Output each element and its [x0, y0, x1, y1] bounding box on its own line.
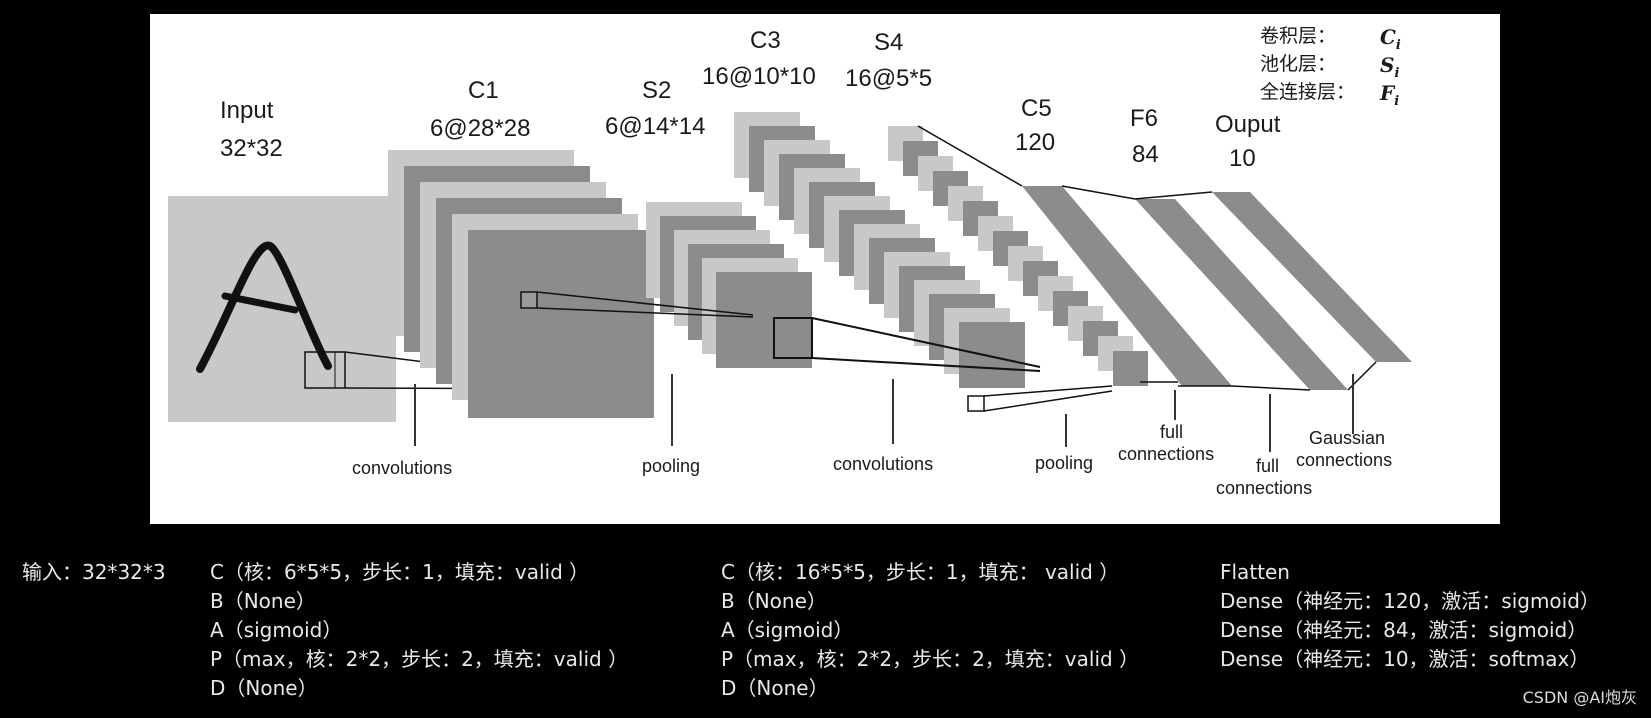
legend-pool-text: 池化层：	[1260, 53, 1336, 75]
pool1-projection-bottom	[536, 307, 754, 318]
block3-line-dense-10: Dense（神经元：10，激活：softmax）	[1220, 647, 1590, 671]
c3-name-label: C3	[750, 27, 781, 54]
c5-size-label: 120	[1015, 129, 1055, 156]
fc-bottom-line-1	[1178, 385, 1311, 391]
s2-size-label: 6@14*14	[605, 113, 705, 140]
c3-map-16	[959, 322, 1025, 388]
block1-line-dropout: D（None）	[210, 676, 318, 700]
output-size-label: 10	[1229, 145, 1256, 172]
output-name-label: Ouput	[1215, 111, 1281, 138]
lenet-diagram: Input 32*32 C1 6@28*28 S2 6@14*14 C3 16@…	[168, 25, 1412, 498]
s4-feature-maps	[888, 126, 1148, 386]
config-block-1: C（核：6*5*5，步长：1，填充：valid ） B（None） A（sigm…	[210, 558, 628, 703]
op-full1-line1: full	[1160, 422, 1183, 442]
pool2-projection-bottom	[983, 390, 1113, 412]
credit-watermark: CSDN @AI炮灰	[1522, 688, 1637, 707]
op-pool2-label: pooling	[1035, 453, 1093, 473]
c5-name-label: C5	[1021, 95, 1052, 122]
s4-size-label: 16@5*5	[845, 65, 932, 92]
block2-line-bn: B（None）	[721, 589, 827, 613]
diagram-panel: Input 32*32 C1 6@28*28 S2 6@14*14 C3 16@…	[150, 14, 1500, 524]
s2-feature-maps	[646, 202, 812, 368]
legend-conv-symbol: Ci	[1380, 25, 1401, 53]
legend-fc-symbol: Fi	[1379, 81, 1399, 109]
letter-a-crossbar	[221, 292, 299, 314]
pool2-projection-top	[983, 385, 1113, 397]
block2-line-conv: C（核：16*5*5，步长：1，填充： valid ）	[721, 560, 1120, 584]
config-block-2: C（核：16*5*5，步长：1，填充： valid ） B（None） A（si…	[721, 558, 1139, 703]
input-config-label: 输入：32*32*3	[22, 560, 166, 584]
block2-line-act: A（sigmoid）	[721, 618, 854, 642]
letter-a-stroke	[196, 241, 332, 373]
block3-line-flatten: Flatten	[1220, 560, 1290, 584]
block3-line-dense-84: Dense（神经元：84，激活：sigmoid）	[1220, 618, 1588, 642]
input-name-label: Input	[220, 97, 274, 124]
f6-name-label: F6	[1130, 105, 1158, 132]
op-pool1-label: pooling	[642, 456, 700, 476]
block1-line-conv: C（核：6*5*5，步长：1，填充：valid ）	[210, 560, 590, 584]
c1-map-6	[468, 230, 654, 418]
op-full2-line1: full	[1256, 456, 1279, 476]
pool1-projection-top	[536, 291, 754, 316]
s2-map-6	[716, 272, 812, 368]
c5-band	[1022, 186, 1232, 386]
block2-line-dropout: D（None）	[721, 676, 829, 700]
block1-line-bn: B（None）	[210, 589, 316, 613]
conv2-projection-top	[811, 317, 1041, 368]
s2-name-label: S2	[642, 77, 671, 104]
legend: 卷积层： Ci 池化层： Si 全连接层： Fi	[1260, 25, 1401, 109]
legend-fc-text: 全连接层：	[1260, 81, 1355, 103]
c1-feature-maps	[388, 150, 654, 418]
c1-receptive-field	[520, 291, 538, 309]
input-size-label: 32*32	[220, 135, 283, 162]
legend-pool-symbol: Si	[1380, 53, 1399, 81]
f6-size-label: 84	[1132, 141, 1159, 168]
op-gaussian-line1: Gaussian	[1309, 428, 1385, 448]
s2-receptive-field	[773, 317, 813, 359]
fc-top-lines	[1061, 185, 1213, 200]
block3-line-dense-120: Dense（神经元：120，激活：sigmoid）	[1220, 589, 1600, 613]
s4-c5-line-top	[917, 125, 1023, 187]
block1-line-act: A（sigmoid）	[210, 618, 343, 642]
op-gaussian-line2: connections	[1296, 450, 1392, 470]
c1-name-label: C1	[468, 77, 499, 104]
conv2-projection-bottom	[811, 357, 1041, 372]
s4-name-label: S4	[874, 29, 903, 56]
op-full1-line2: connections	[1118, 444, 1214, 464]
s4-map-16	[1113, 351, 1148, 386]
block2-line-pool: P（max，核：2*2，步长：2，填充：valid ）	[721, 647, 1140, 671]
block1-line-pool: P（max，核：2*2，步长：2，填充：valid ）	[210, 647, 629, 671]
op-full2-line2: connections	[1216, 478, 1312, 498]
c3-feature-maps	[734, 112, 1025, 388]
c3-receptive-field	[967, 395, 985, 412]
config-block-3: Flatten Dense（神经元：120，激活：sigmoid） Dense（…	[1220, 558, 1600, 674]
c3-size-label: 16@10*10	[702, 63, 816, 90]
f6-band	[1135, 199, 1348, 390]
output-band	[1212, 192, 1412, 362]
legend-conv-text: 卷积层：	[1260, 25, 1336, 47]
c1-size-label: 6@28*28	[430, 115, 530, 142]
op-conv2-label: convolutions	[833, 454, 933, 474]
op-conv1-label: convolutions	[352, 458, 452, 478]
